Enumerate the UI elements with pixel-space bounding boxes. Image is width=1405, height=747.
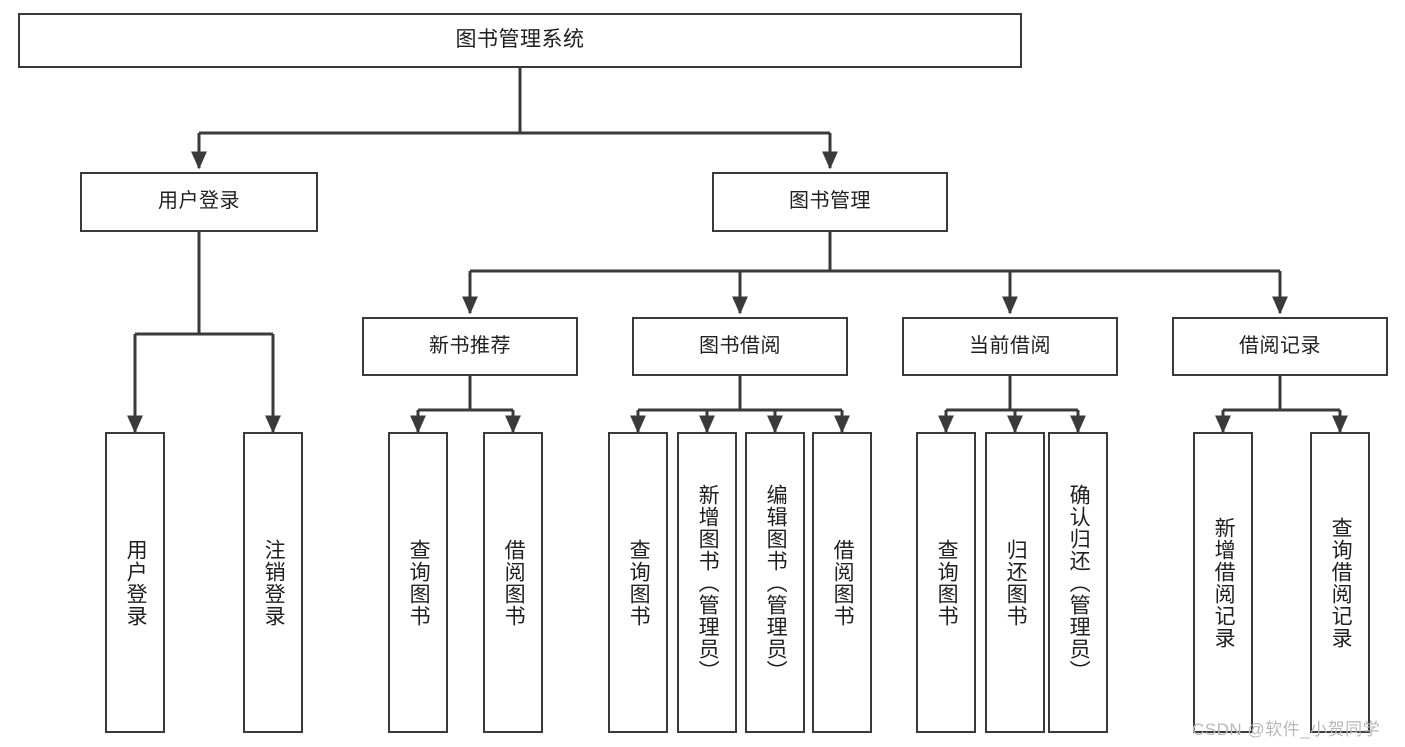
leaf-label: 借阅图书 — [502, 538, 526, 627]
leaf-book-borrow-add-book-admin[interactable]: 新增图书（管理员） — [677, 432, 737, 733]
node-book-management-label: 图书管理 — [789, 190, 871, 213]
leaf-label: 查询借阅记录 — [1329, 516, 1353, 649]
leaf-label: 借阅图书 — [831, 538, 855, 627]
csdn-watermark: CSDN @软件_小贺同学 — [1192, 720, 1381, 739]
node-current-borrow[interactable]: 当前借阅 — [902, 317, 1118, 376]
leaf-label: 查询图书 — [935, 538, 959, 627]
leaf-new-book-borrow-book[interactable]: 借阅图书 — [483, 432, 543, 733]
leaf-label: 新增图书（管理员） — [696, 483, 720, 682]
leaf-label: 新增借阅记录 — [1212, 516, 1236, 649]
node-new-book-recommend-label: 新书推荐 — [429, 334, 511, 357]
leaf-current-borrow-query-book[interactable]: 查询图书 — [916, 432, 976, 733]
node-new-book-recommend[interactable]: 新书推荐 — [362, 317, 578, 376]
node-borrow-record[interactable]: 借阅记录 — [1172, 317, 1388, 376]
node-user-login[interactable]: 用户登录 — [80, 172, 318, 232]
node-root-book-management-system[interactable]: 图书管理系统 — [18, 13, 1022, 68]
leaf-label: 用户登录 — [124, 538, 148, 627]
leaf-book-borrow-query-book[interactable]: 查询图书 — [608, 432, 668, 733]
leaf-label: 查询图书 — [627, 538, 651, 627]
node-book-management[interactable]: 图书管理 — [712, 172, 948, 232]
leaf-label: 归还图书 — [1004, 538, 1028, 627]
leaf-book-borrow-borrow-book[interactable]: 借阅图书 — [812, 432, 872, 733]
leaf-label: 编辑图书（管理员） — [764, 483, 788, 682]
leaf-user-login-logout[interactable]: 注销登录 — [243, 432, 303, 733]
leaf-borrow-record-add-record[interactable]: 新增借阅记录 — [1193, 432, 1253, 733]
leaf-current-borrow-confirm-return-admin[interactable]: 确认归还（管理员） — [1048, 432, 1108, 733]
leaf-label: 注销登录 — [262, 538, 286, 627]
leaf-label: 查询图书 — [407, 538, 431, 627]
node-borrow-record-label: 借阅记录 — [1239, 334, 1321, 357]
leaf-label: 确认归还（管理员） — [1067, 483, 1091, 682]
leaf-new-book-query-book[interactable]: 查询图书 — [388, 432, 448, 733]
leaf-borrow-record-query-record[interactable]: 查询借阅记录 — [1310, 432, 1370, 733]
node-book-borrow[interactable]: 图书借阅 — [632, 317, 848, 376]
node-user-login-label: 用户登录 — [158, 190, 240, 213]
node-book-borrow-label: 图书借阅 — [699, 334, 781, 357]
leaf-book-borrow-edit-book-admin[interactable]: 编辑图书（管理员） — [745, 432, 805, 733]
leaf-current-borrow-return-book[interactable]: 归还图书 — [985, 432, 1045, 733]
node-current-borrow-label: 当前借阅 — [969, 334, 1051, 357]
node-root-label: 图书管理系统 — [455, 28, 585, 52]
leaf-user-login-login[interactable]: 用户登录 — [105, 432, 165, 733]
